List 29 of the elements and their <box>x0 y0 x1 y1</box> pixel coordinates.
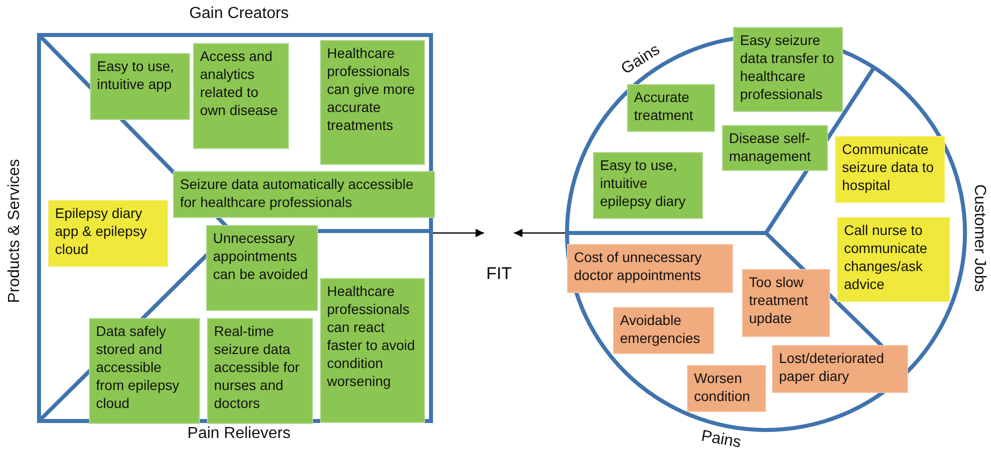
gain-note: Healthcare professionals can react faster to avoid condition worsening <box>320 278 425 423</box>
arrow <box>514 228 565 238</box>
section-heading: Customer Jobs <box>970 184 988 292</box>
gain-note: Seizure data automatically accessible for healthcare professionals <box>173 171 435 218</box>
gain-note: Easy to use, intuitive app <box>90 53 190 120</box>
section-heading: Pains <box>700 428 742 452</box>
gain-note: Healthcare professionals can give more accurate treatments <box>320 40 425 165</box>
gain-note: Real-time seizure data accessible for nurses and doctors <box>207 318 313 424</box>
gain-note: Easy to use, intuitive epilepsy diary <box>593 152 703 219</box>
gain-note: Unnecessary appointments can be avoided <box>206 225 318 311</box>
pain-note: Worsen condition <box>687 365 766 412</box>
job-note: Call nurse to communicate changes/ask advice <box>837 217 950 302</box>
pain-note: Avoidable emergencies <box>613 307 714 354</box>
pain-note: Cost of unnecessary doctor appointments <box>567 244 733 293</box>
gain-note: Data safely stored and accessible from epilepsy cloud <box>89 318 200 424</box>
gain-note: Disease self-management <box>722 125 828 171</box>
job-note: Epilepsy diary app & epilepsy cloud <box>48 200 168 267</box>
pain-note: Lost/deteriorated paper diary <box>772 345 908 393</box>
pain-note: Too slow treatment update <box>742 269 830 337</box>
arrow <box>433 228 484 238</box>
fit-label: FIT <box>484 222 514 284</box>
job-note: Communicate seizure data to hospital <box>835 136 945 203</box>
gain-note: Access and analytics related to own disease <box>193 43 289 149</box>
section-heading: Products & Services <box>6 158 24 304</box>
section-heading: Gain Creators <box>189 5 289 23</box>
section-heading: Gains <box>618 41 664 79</box>
section-heading: Pain Relievers <box>187 425 291 443</box>
gain-note: Accurate treatment <box>627 84 715 132</box>
gain-note: Easy seizure data transfer to healthcare professionals <box>733 27 843 112</box>
